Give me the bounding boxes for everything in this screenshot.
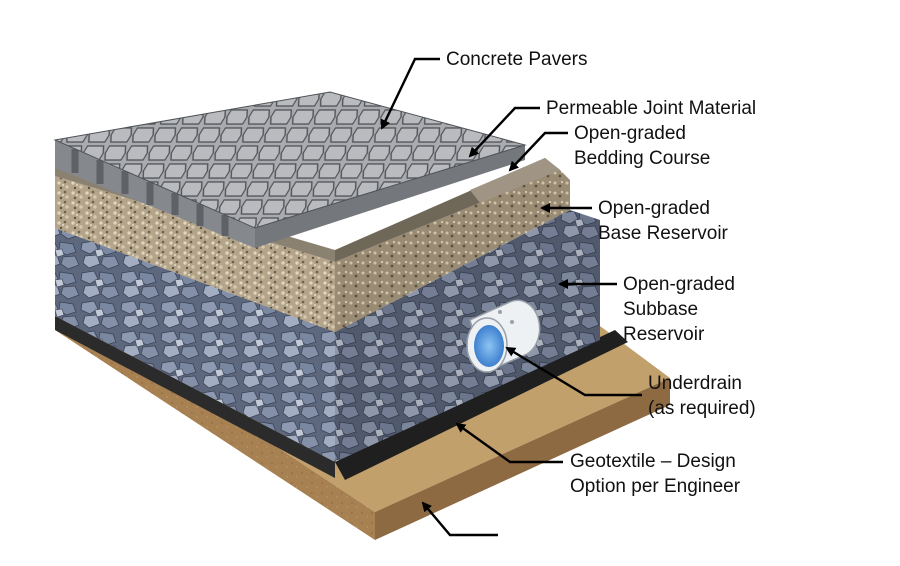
label-subbase-line-2: Subbase [623, 299, 699, 320]
label-underdrain-line-1: Underdrain [648, 373, 742, 394]
paver-side-face [255, 145, 525, 248]
pipe-water [474, 325, 504, 367]
label-base-reservoir: Open-graded Base Reservoir [598, 196, 728, 246]
geotextile-front-strip [55, 316, 335, 478]
label-permeable-joint: Permeable Joint Material [546, 96, 756, 121]
label-geotextile: Geotextile – Design Option per Engineer [570, 449, 740, 499]
label-concrete-pavers-text: Concrete Pavers [446, 49, 588, 70]
label-bedding-line-2: Bedding Course [574, 148, 711, 169]
base-reservoir-layer [55, 170, 570, 332]
arrow-concrete-pavers [380, 57, 440, 130]
label-subbase-line-3: Reservoir [623, 324, 705, 345]
label-bedding-line-1: Open-graded [574, 123, 686, 144]
arrow-geotextile [455, 422, 563, 464]
label-underdrain-line-2: (as required) [648, 398, 756, 419]
soil-side-face [375, 378, 670, 540]
label-base-line-2: Base Reservoir [598, 223, 728, 244]
label-permeable-joint-text: Permeable Joint Material [546, 98, 757, 119]
bedding-top-ledge [470, 158, 560, 203]
paver-front-face [55, 140, 255, 248]
arrow-permeable-joint [468, 106, 540, 158]
label-base-line-1: Open-graded [598, 198, 710, 219]
arrow-subgrade [421, 501, 498, 537]
base-front-face [55, 176, 335, 332]
geotextile-side-strip [335, 330, 628, 480]
label-concrete-pavers: Concrete Pavers [446, 47, 588, 72]
label-bedding-course: Open-graded Bedding Course [574, 121, 710, 171]
label-subbase-line-1: Open-graded [623, 274, 735, 295]
geotextile-layer [55, 316, 628, 480]
label-underdrain: Underdrain (as required) [648, 371, 756, 421]
label-geotextile-line-1: Geotextile – Design [570, 451, 736, 472]
concrete-pavers-layer [53, 91, 527, 248]
paver-top-face [53, 91, 527, 229]
leader-arrows [380, 57, 642, 537]
base-side-face [335, 170, 570, 332]
subbase-front-face [55, 228, 335, 462]
label-subbase-reservoir: Open-graded Subbase Reservoir [623, 272, 735, 347]
arrow-underdrain [505, 346, 642, 397]
arrow-bedding-course [508, 131, 568, 172]
label-geotextile-line-2: Option per Engineer [570, 476, 741, 497]
joint-strips [71, 149, 229, 236]
underdrain-pipe [466, 299, 541, 374]
